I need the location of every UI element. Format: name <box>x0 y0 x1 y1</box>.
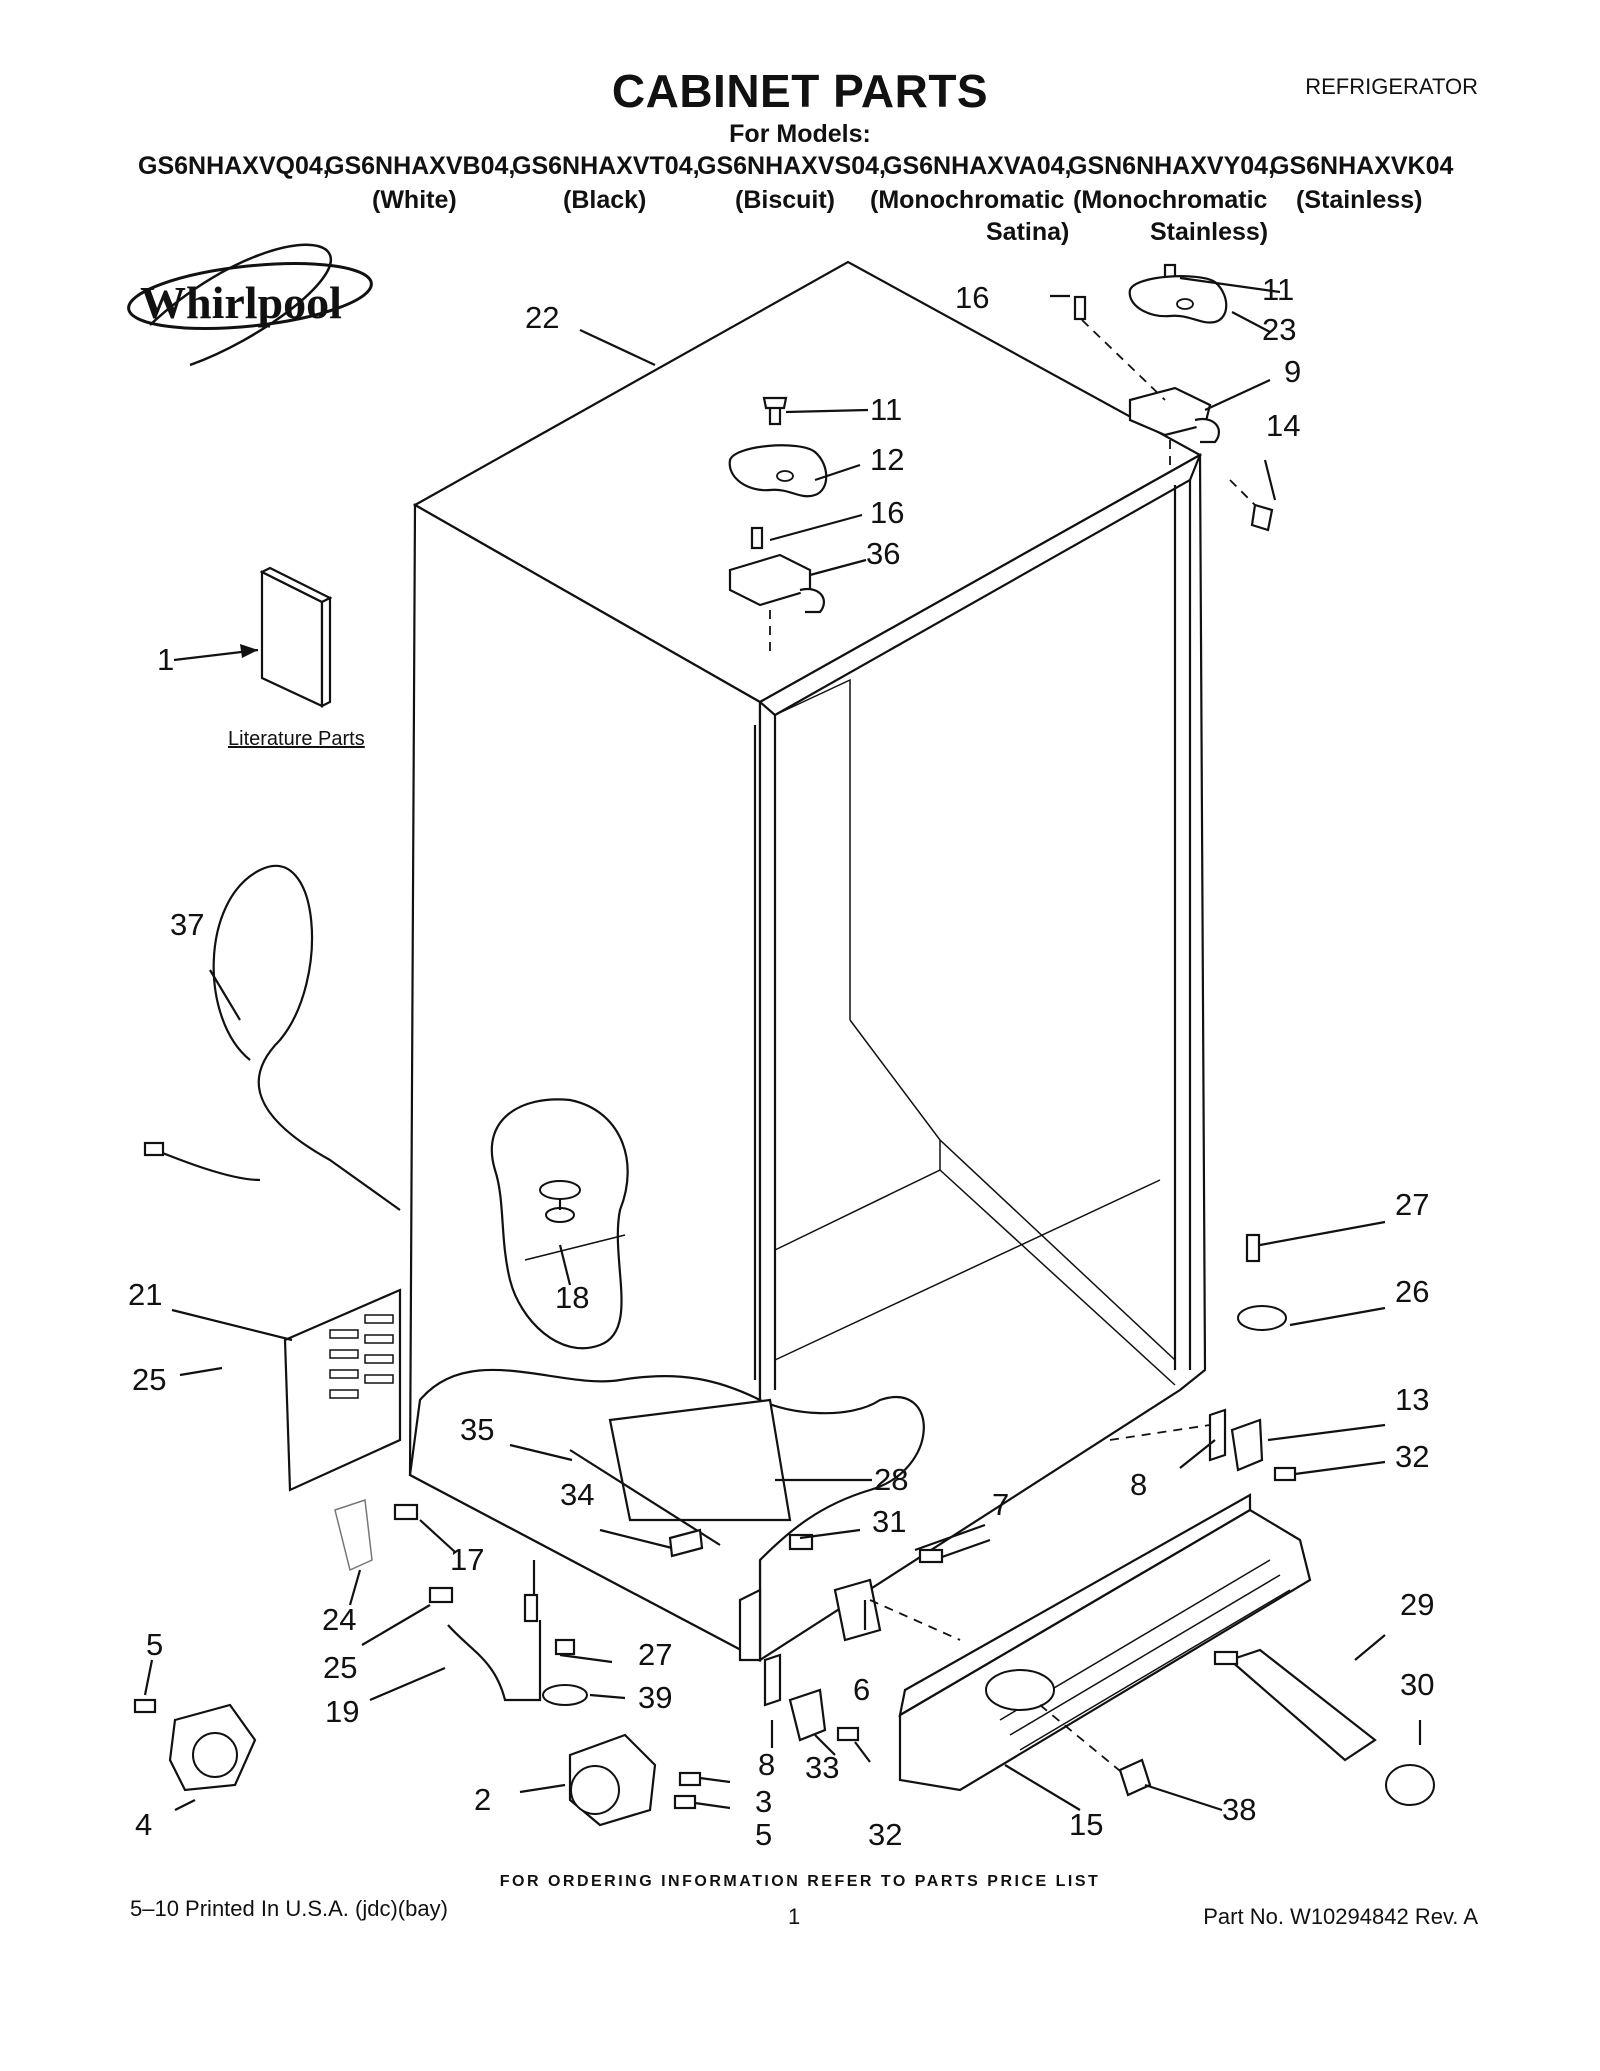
callout: 8 <box>1130 1467 1147 1502</box>
ordering-note: FOR ORDERING INFORMATION REFER TO PARTS … <box>499 1873 1101 1890</box>
callout: 15 <box>1069 1807 1103 1842</box>
literature-booklet <box>259 566 333 708</box>
callout: 38 <box>1222 1792 1256 1827</box>
callout: 25 <box>323 1650 357 1685</box>
callout: 18 <box>555 1280 589 1315</box>
callout: 34 <box>560 1477 594 1512</box>
callout: 24 <box>322 1602 356 1637</box>
for-models-label: For Models: <box>729 120 871 148</box>
callout: 5 <box>755 1817 772 1852</box>
callout: 14 <box>1266 408 1300 443</box>
part-number: Part No. W10294842 Rev. A <box>1203 1904 1478 1929</box>
callout: 16 <box>870 495 904 530</box>
top-hinge-left <box>728 396 828 655</box>
model-color: (Monochromatic <box>870 186 1065 214</box>
callout: 22 <box>525 300 559 335</box>
callout: 37 <box>170 907 204 942</box>
whirlpool-logo: Whirlpool <box>127 243 373 367</box>
callout: 11 <box>870 392 902 427</box>
callout: 30 <box>1400 1667 1434 1702</box>
model-number: GS6NHAXVT04, <box>512 152 700 180</box>
leader-lines <box>143 276 1422 1812</box>
model-color-cont: Stainless) <box>1150 218 1269 246</box>
model-number: GS6NHAXVK04 <box>1270 152 1454 180</box>
callout: 11 <box>1262 272 1294 307</box>
bottom-hardware <box>133 1498 961 1827</box>
callout: 33 <box>805 1750 839 1785</box>
model-number: GS6NHAXVQ04, <box>138 152 330 180</box>
callout: 32 <box>1395 1439 1429 1474</box>
svg-text:Whirlpool: Whirlpool <box>140 277 342 328</box>
callout: 12 <box>870 442 904 477</box>
callout: 36 <box>866 536 900 571</box>
callout: 28 <box>874 1462 908 1497</box>
model-color: (Black) <box>563 186 647 214</box>
appliance-category: REFRIGERATOR <box>1305 74 1478 99</box>
model-number: GS6NHAXVA04, <box>883 152 1072 180</box>
drain-detail <box>490 1098 629 1350</box>
right-hardware <box>1109 1233 1297 1482</box>
literature-parts-label: Literature Parts <box>228 728 365 750</box>
callout: 32 <box>868 1817 902 1852</box>
callout: 35 <box>460 1412 494 1447</box>
callout: 1 <box>157 642 174 677</box>
model-color: (Biscuit) <box>735 186 835 214</box>
page-number: 1 <box>788 1904 801 1929</box>
base-cutaway <box>408 1368 925 1662</box>
arrowhead <box>240 644 258 658</box>
callout: 27 <box>1395 1187 1429 1222</box>
callout: 17 <box>450 1542 484 1577</box>
callout: 4 <box>135 1807 152 1842</box>
callout: 5 <box>146 1627 163 1662</box>
callout: 19 <box>325 1694 359 1729</box>
callout: 13 <box>1395 1382 1429 1417</box>
model-number: GS6NHAXVB04, <box>325 152 516 180</box>
model-color-cont: Satina) <box>986 218 1070 246</box>
callout: 29 <box>1400 1587 1434 1622</box>
callout: 26 <box>1395 1274 1429 1309</box>
callout: 3 <box>755 1784 772 1819</box>
model-number: GSN6NHAXVY04, <box>1068 152 1276 180</box>
model-color: (White) <box>372 186 457 214</box>
callout: 25 <box>132 1362 166 1397</box>
callout: 31 <box>872 1504 906 1539</box>
callout: 16 <box>955 280 989 315</box>
water-filter-parts <box>1039 1648 1435 1806</box>
power-cord <box>143 864 401 1211</box>
top-hinge-right <box>1073 263 1274 532</box>
callout-labels: 1 2 3 4 5 5 6 7 8 8 9 11 11 12 13 14 15 … <box>128 272 1434 1852</box>
print-info: 5–10 Printed In U.S.A. (jdc)(bay) <box>130 1896 448 1921</box>
callout: 23 <box>1262 312 1296 347</box>
callout: 2 <box>474 1782 491 1817</box>
model-color: (Monochromatic <box>1073 186 1268 214</box>
callout: 9 <box>1284 354 1301 389</box>
page-title: CABINET PARTS <box>611 65 989 117</box>
callout: 6 <box>853 1672 870 1707</box>
toe-grille <box>898 1493 1312 1792</box>
model-number: GS6NHAXVS04, <box>697 152 886 180</box>
callout: 27 <box>638 1637 672 1672</box>
back-access-panel <box>283 1288 402 1492</box>
callout: 7 <box>992 1487 1009 1522</box>
model-color: (Stainless) <box>1296 186 1423 214</box>
callout: 8 <box>758 1747 775 1782</box>
callout: 21 <box>128 1277 162 1312</box>
callout: 39 <box>638 1680 672 1715</box>
